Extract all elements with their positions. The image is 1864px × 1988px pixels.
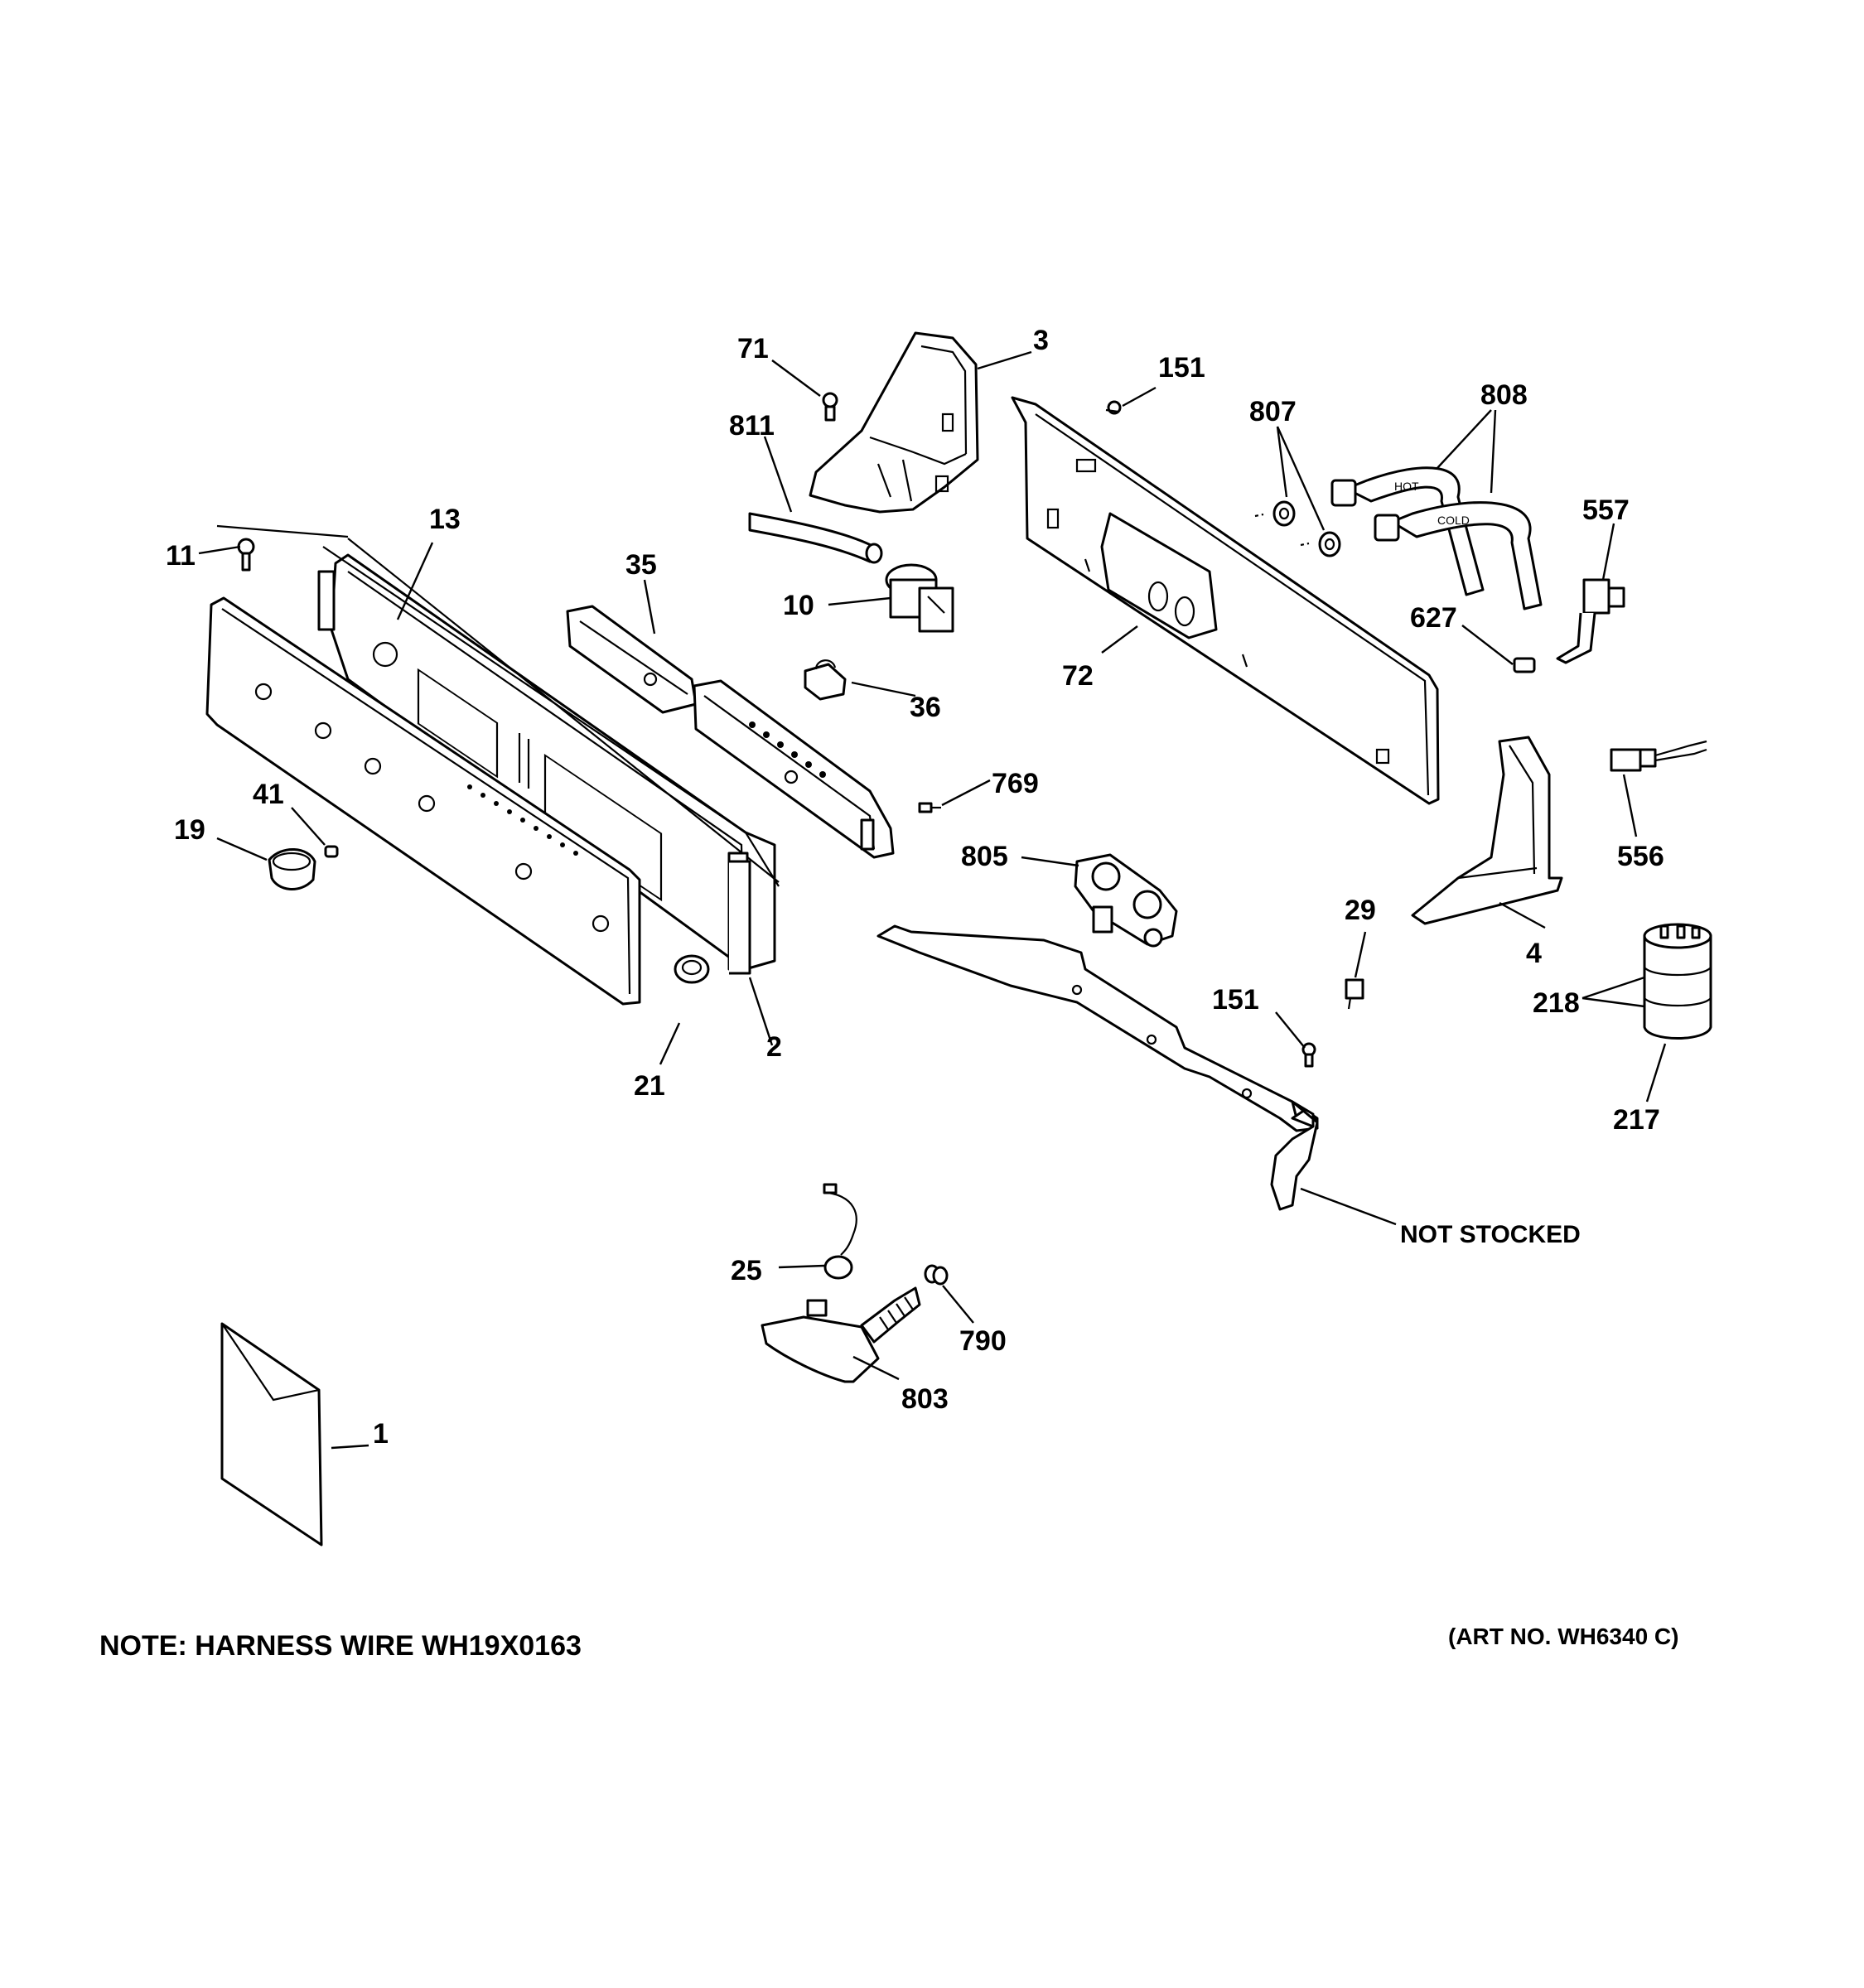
part-1-literature-envelope: [220, 1322, 323, 1546]
part-627-clip: [1513, 657, 1536, 673]
callout-11: 11: [166, 540, 196, 572]
part-21-grommet: [674, 954, 710, 984]
art-number: (ART NO. WH6340 C): [1448, 1624, 1678, 1649]
callout-790: 790: [959, 1325, 1007, 1357]
callout-72: 72: [1062, 660, 1094, 692]
part-556-connector: [1610, 740, 1707, 772]
callout-35: 35: [625, 549, 657, 581]
part-10-pressure-switch: [885, 563, 954, 633]
part-35-board-bracket: [566, 605, 895, 859]
part-25-sensor: [823, 1183, 857, 1280]
part-19-knob: [268, 848, 316, 891]
callout-811: 811: [729, 410, 775, 442]
part-41-spring: [324, 845, 339, 858]
callout-19: 19: [174, 814, 205, 846]
part-72-back-panel: [1011, 396, 1440, 805]
part-3-end-cap: [809, 331, 979, 514]
part-2-panel-trim: [322, 546, 780, 975]
callout-not-stocked: NOT STOCKED: [1400, 1221, 1581, 1248]
part-808-hoses: HOT COLD: [1330, 466, 1543, 610]
hose-label-hot: HOT: [1394, 480, 1419, 493]
callout-3: 3: [1033, 325, 1049, 356]
callout-2: 2: [766, 1031, 782, 1063]
callout-36: 36: [910, 692, 941, 723]
callout-807: 807: [1249, 396, 1297, 427]
callout-25: 25: [731, 1255, 762, 1286]
callout-29: 29: [1345, 895, 1376, 926]
part-769-screw: [918, 802, 941, 813]
callout-labels: 71 3 151 807 808 811 13 11 35 557 10 627…: [166, 325, 1664, 1450]
harness-wire-note: NOTE: HARNESS WIRE WH19X0163: [99, 1630, 582, 1662]
callout-1: 1: [373, 1418, 389, 1450]
callout-13: 13: [429, 504, 461, 535]
part-807-washers: [1254, 500, 1341, 557]
part-4-end-cap: [1411, 736, 1563, 925]
part-790-clamp: [924, 1264, 949, 1286]
part-71-screw: [822, 392, 838, 422]
callout-803: 803: [901, 1383, 949, 1415]
callout-808: 808: [1480, 379, 1528, 411]
callout-10: 10: [783, 590, 814, 621]
not-stocked-lower-rail: [876, 924, 1319, 1211]
callout-627: 627: [1410, 602, 1457, 634]
callout-41: 41: [253, 779, 284, 810]
hose-label-cold: COLD: [1437, 514, 1470, 527]
callout-556: 556: [1617, 841, 1664, 872]
callout-71: 71: [737, 333, 769, 364]
callout-805: 805: [961, 841, 1008, 872]
part-11-screw: [237, 538, 255, 572]
callout-21: 21: [634, 1070, 665, 1102]
part-36-lock: [804, 659, 847, 701]
front-console-panel: [205, 596, 641, 1006]
part-805-water-valve: [1074, 853, 1178, 948]
callout-769: 769: [992, 768, 1039, 799]
part-29-clip: [1345, 978, 1364, 1010]
callout-557: 557: [1582, 495, 1630, 526]
callout-4: 4: [1526, 938, 1542, 969]
callout-151: 151: [1158, 352, 1205, 384]
part-803-dispenser: [761, 1286, 921, 1383]
part-811-hose: [748, 512, 883, 564]
part-217-filter: [1643, 923, 1712, 1040]
leader-lines: [198, 350, 1667, 1450]
part-557-sensor: [1556, 578, 1625, 664]
callout-217: 217: [1613, 1104, 1660, 1136]
part-151-screw-top: [1105, 400, 1122, 415]
callout-151-lower: 151: [1212, 984, 1259, 1016]
part-151-screw-lower: [1301, 1042, 1316, 1068]
callout-218: 218: [1533, 987, 1580, 1019]
